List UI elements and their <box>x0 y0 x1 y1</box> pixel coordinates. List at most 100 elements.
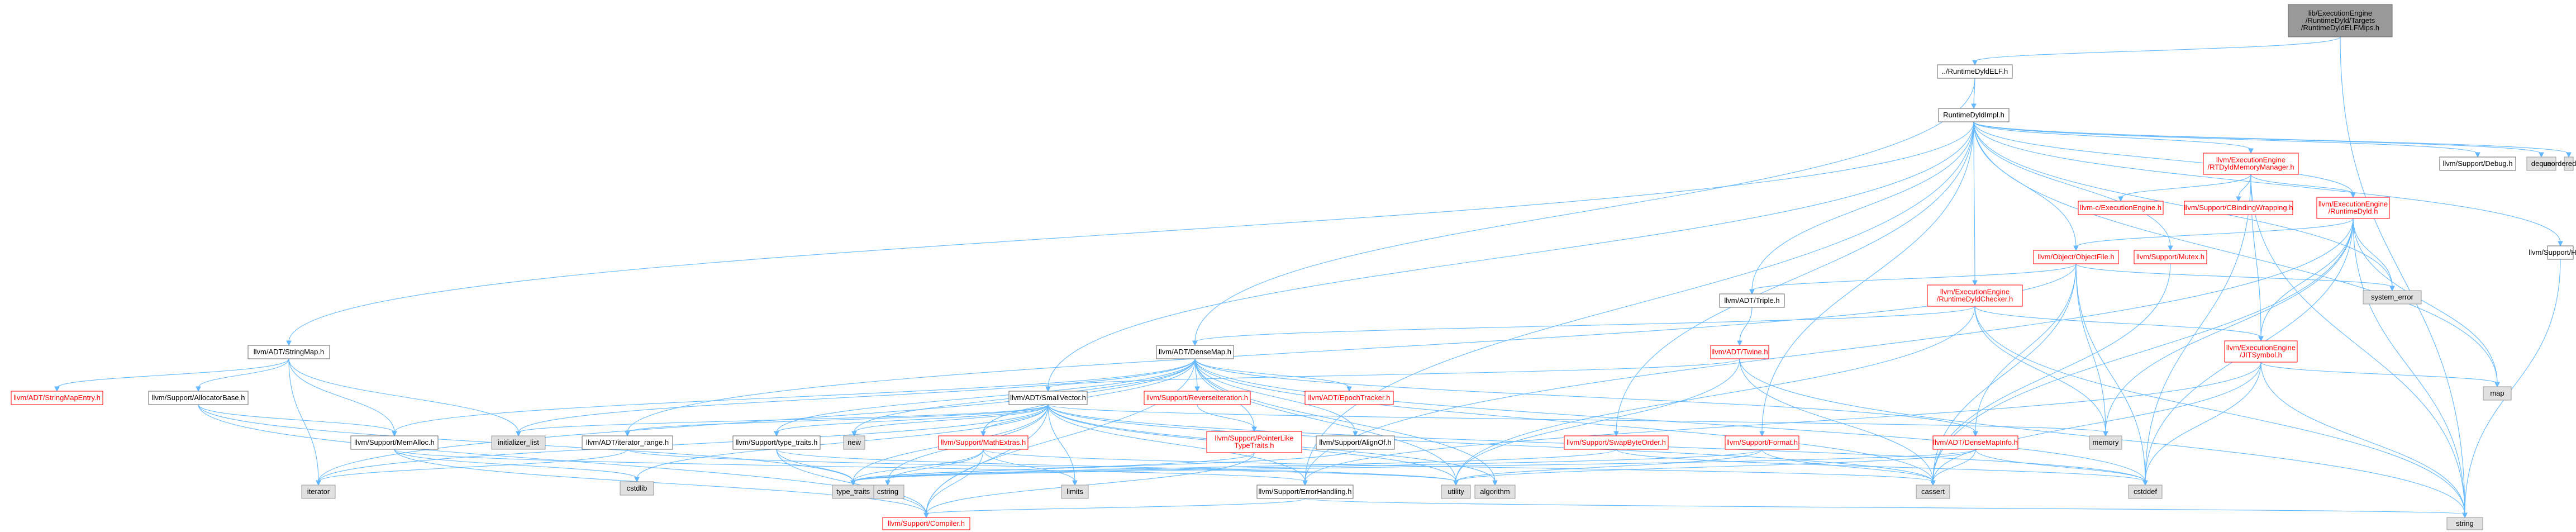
node-utility: utility <box>1441 484 1471 499</box>
edge-twine-to-cassert <box>1739 358 1936 486</box>
edge-smallvec-to-compiler <box>923 404 1049 519</box>
node-allocbase[interactable]: llvm/Support/AllocatorBase.h <box>148 391 249 405</box>
node-box <box>1256 484 1354 499</box>
node-box <box>1304 391 1394 405</box>
edge-memalloc-to-cstdlib <box>394 449 640 483</box>
node-debug[interactable]: llvm/Support/Debug.h <box>2439 156 2516 171</box>
node-label: llvm/ADT/iterator_range.h <box>586 438 669 446</box>
node-checker[interactable]: llvm/ExecutionEngine/RuntimeDyldChecker.… <box>1927 284 2023 307</box>
node-label: llvm/Support/type_traits.h <box>736 438 818 446</box>
node-label: llvm/Support/Host.h <box>2529 248 2576 256</box>
node-mutex[interactable]: llvm/Support/Mutex.h <box>2134 250 2207 264</box>
node-label: limits <box>1066 487 1083 496</box>
node-cee[interactable]: llvm-c/ExecutionEngine.h <box>2078 201 2164 215</box>
node-memalloc[interactable]: llvm/Support/MemAlloc.h <box>350 435 439 450</box>
node-triple[interactable]: llvm/ADT/Triple.h <box>1719 293 1785 308</box>
edge-smallvec-to-mathextras <box>980 404 1049 437</box>
node-smallvec[interactable]: llvm/ADT/SmallVector.h <box>1008 391 1088 405</box>
node-label: type_traits <box>836 487 870 496</box>
edge-dmapinfo-to-utility <box>1453 449 1976 486</box>
node-alignof[interactable]: llvm/Support/AlignOf.h <box>1316 435 1395 450</box>
node-label: llvm/ADT/DenseMap.h <box>1159 348 1231 356</box>
edge-densemap-to-alignof <box>1194 358 1358 437</box>
node-mathextras[interactable]: llvm/Support/MathExtras.h <box>938 435 1029 450</box>
node-format[interactable]: llvm/Support/Format.h <box>1725 435 1799 450</box>
node-label: llvm/ADT/Triple.h <box>1724 296 1779 305</box>
node-box <box>2224 340 2298 363</box>
edge-errhandling-to-compiler <box>923 498 1306 519</box>
node-dmapinfo[interactable]: llvm/ADT/DenseMapInfo.h <box>1932 435 2018 450</box>
node-label: llvm/Support/MathExtras.h <box>941 438 1026 446</box>
node-compiler[interactable]: llvm/Support/Compiler.h <box>882 517 970 530</box>
node-label: map <box>2490 389 2504 397</box>
edge-rdimpl-to-debug <box>1973 121 2480 158</box>
node-label: llvm/ADT/DenseMapInfo.h <box>1933 438 2018 446</box>
edge-root-to-rdelf <box>1972 36 2341 66</box>
node-box <box>1938 108 2010 122</box>
node-densemap[interactable]: llvm/ADT/DenseMap.h <box>1156 345 1234 359</box>
node-box <box>1719 293 1785 308</box>
node-box <box>882 517 970 530</box>
edge-objfile-to-cstddef <box>2075 263 2148 486</box>
edge-smallvec-to-typetraits <box>774 404 1049 437</box>
node-strmap[interactable]: llvm/ADT/StringMap.h <box>247 345 330 359</box>
edge-dmapinfo-to-stdtt <box>850 449 1976 486</box>
node-cbw[interactable]: llvm/Support/CBindingWrapping.h <box>2184 201 2293 215</box>
edge-rdyld-to-objfile <box>2073 218 2354 251</box>
node-box <box>2134 250 2207 264</box>
edge-smallvec-to-iterrange <box>625 404 1049 437</box>
node-smentry[interactable]: llvm/ADT/StringMapEntry.h <box>11 391 103 405</box>
node-label: cassert <box>1921 487 1945 496</box>
node-host[interactable]: llvm/Support/Host.h <box>2529 245 2576 260</box>
node-box <box>1008 391 1088 405</box>
edge-objfile-to-syserr <box>2075 263 2395 292</box>
edge-rdimpl-to-deque <box>1973 121 2544 158</box>
edge-rtdyldmm-to-cbw <box>2236 174 2251 202</box>
node-objfile[interactable]: llvm/Object/ObjectFile.h <box>2033 250 2119 264</box>
edge-dmapinfo-to-cstddef <box>1975 449 2148 486</box>
node-box <box>1564 435 1669 450</box>
node-rdimpl[interactable]: RuntimeDyldImpl.h <box>1938 108 2010 122</box>
node-typetraits[interactable]: llvm/Support/type_traits.h <box>732 435 821 450</box>
node-cstring: cstring <box>871 484 904 499</box>
node-jitsym[interactable]: llvm/ExecutionEngine/JITSymbol.h <box>2224 340 2298 363</box>
node-box <box>2184 201 2293 215</box>
edge-rdimpl-to-checker <box>1972 121 1978 286</box>
edge-errhandling-to-string <box>1304 498 2468 519</box>
node-root[interactable]: lib/ExecutionEngine/RuntimeDyld/Targets/… <box>2288 4 2393 37</box>
edge-densemap-to-epoch <box>1194 358 1352 392</box>
node-label: llvm/ADT/EpochTracker.h <box>1308 393 1391 402</box>
node-box <box>1937 64 2013 79</box>
node-reviter[interactable]: llvm/Support/ReverseIteration.h <box>1144 391 1251 405</box>
edge-rdimpl-to-host <box>1973 121 2563 247</box>
node-box <box>1061 484 1089 499</box>
node-label: memory <box>2093 438 2119 446</box>
node-box <box>620 481 654 496</box>
node-label: new <box>847 438 861 446</box>
node-rtdyldmm[interactable]: llvm/ExecutionEngine/RTDyldMemoryManager… <box>2203 153 2299 175</box>
node-label: iterator <box>307 487 330 496</box>
node-iterrange[interactable]: llvm/ADT/iterator_range.h <box>582 435 673 450</box>
node-label: cstddef <box>2134 487 2157 496</box>
node-rdyld[interactable]: llvm/ExecutionEngine/RuntimeDyld.h <box>2316 197 2390 219</box>
node-swap[interactable]: llvm/Support/SwapByteOrder.h <box>1564 435 1669 450</box>
node-twine[interactable]: llvm/ADT/Twine.h <box>1710 345 1769 359</box>
node-epoch[interactable]: llvm/ADT/EpochTracker.h <box>1304 391 1394 405</box>
node-rdelf[interactable]: ../RuntimeDyldELF.h <box>1937 64 2013 79</box>
edge-jitsym-to-string <box>2260 362 2468 519</box>
node-errhandling[interactable]: llvm/Support/ErrorHandling.h <box>1256 484 1354 499</box>
edge-rtdyldmm-to-rdyld <box>2250 174 2356 198</box>
node-label: llvm/Support/AllocatorBase.h <box>152 393 245 402</box>
edge-strmap-to-iterator <box>288 358 321 486</box>
node-label: lib/ExecutionEngine <box>2308 9 2372 17</box>
node-box <box>1316 435 1395 450</box>
node-box <box>582 435 673 450</box>
edge-objfile-to-iterrange <box>625 263 2077 437</box>
node-label: llvm/Support/PointerLike <box>1215 434 1294 443</box>
edge-rdimpl-to-swap <box>1613 121 1974 437</box>
edge-root-to-string <box>2340 36 2468 519</box>
edge-allocbase-to-memalloc <box>198 404 397 437</box>
edge-rdimpl-to-rtdyldmm <box>1973 121 2254 154</box>
